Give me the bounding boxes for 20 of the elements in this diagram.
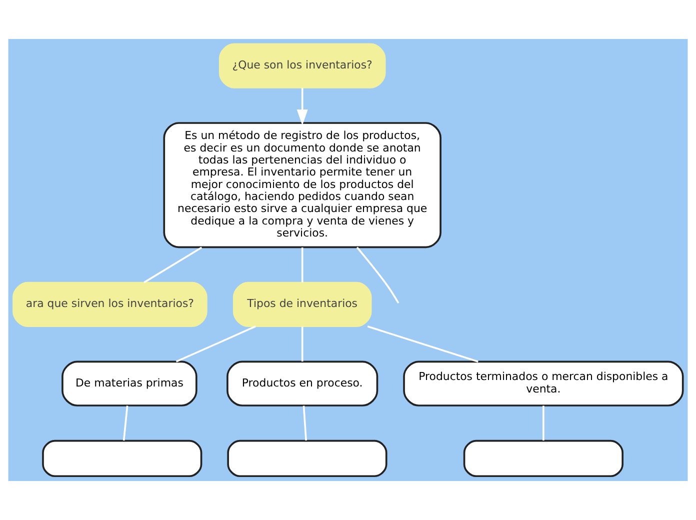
node-box: ara que sirven los inventarios?: [12, 282, 208, 327]
connector: [302, 406, 307, 441]
connector: [176, 326, 256, 362]
connector: [144, 246, 202, 284]
connector: [356, 246, 400, 304]
node-box: Es un método de registro de los productos, es decir es un documento donde se anotan todas las pertenencias del individuo o empresa. El inventario permite tener un mejor conocimiento de los productos del catálogo, haciendo pedidos cuando sean necesario esto sirve a cualquier empresa que dedique a la compra y venta de vienes y servicios.: [163, 122, 442, 248]
connector: [542, 406, 544, 440]
connector: [301, 248, 304, 282]
node-box: ¿Que son los inventarios?: [218, 43, 386, 88]
node-box: [42, 440, 202, 478]
node-box: De materias primas: [62, 360, 198, 406]
node-box: Tipos de inventarios: [232, 282, 372, 327]
connector: [122, 406, 128, 441]
node-box: Productos terminados o mercan disponibles a venta.: [403, 360, 684, 406]
node-box: [463, 440, 624, 478]
connector: [301, 326, 304, 362]
node-box: [227, 440, 388, 478]
node-box: Productos en proceso.: [226, 360, 378, 406]
connector: [367, 326, 478, 362]
arrow: [296, 88, 308, 126]
